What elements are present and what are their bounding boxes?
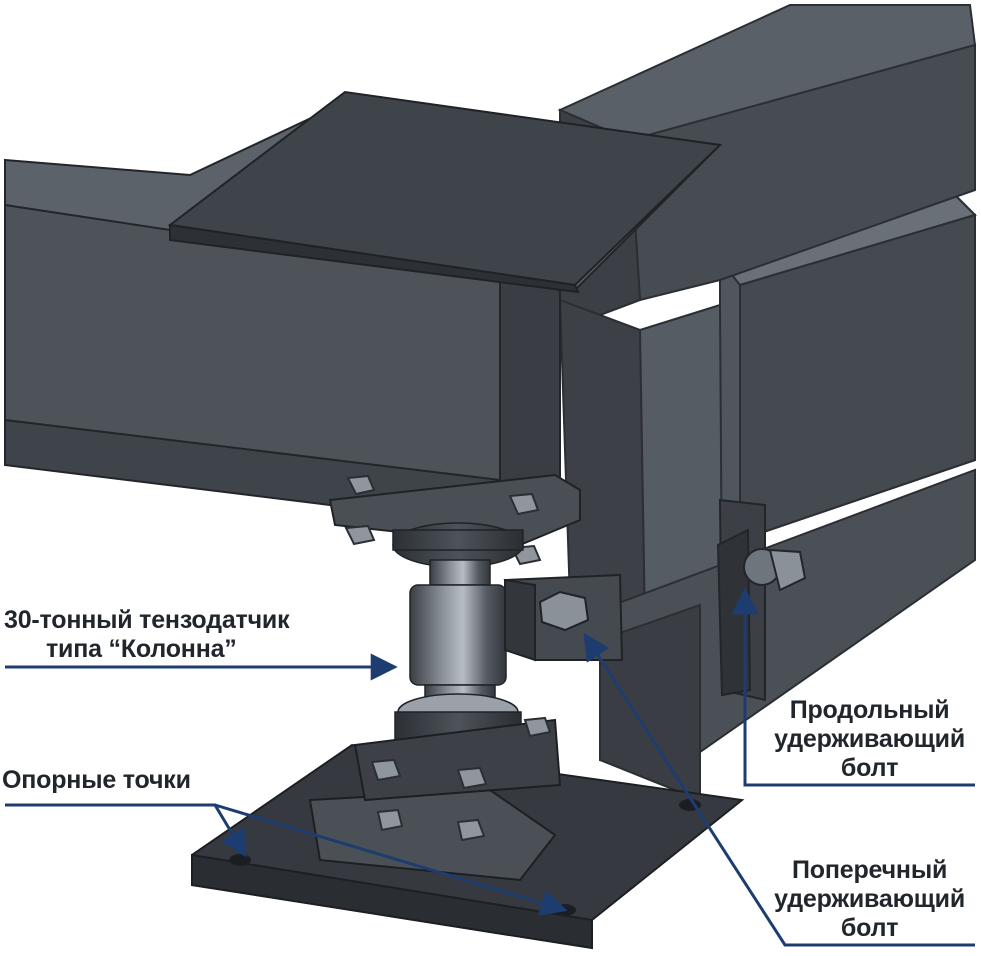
base-plate [191, 716, 745, 950]
support-points-arrow-right [214, 803, 568, 916]
transverse-bolt-label-line1: Поперечный [792, 856, 948, 884]
rear-beam [718, 193, 977, 542]
support-points-label-text: Опорные точки [2, 766, 191, 794]
side-rail [599, 468, 976, 802]
longitudinal-bolt-label-line2: удерживающий [774, 725, 965, 753]
transverse-bolt-label-line2: удерживающий [774, 885, 965, 913]
longitudinal-bolt-label-line1: Продольный [789, 696, 950, 724]
load-cell-label: 30-тонный тензодатчик типа “Колонна” [4, 606, 290, 664]
vertical-post [558, 298, 724, 627]
load-cell-label-line1: 30-тонный тензодатчик [4, 606, 290, 634]
top-plate [167, 90, 723, 294]
transverse-bolt-arrow [583, 632, 975, 947]
annotation-arrows [5, 587, 975, 947]
transverse-bolt-label: Поперечный удерживающий болт [774, 856, 965, 943]
transverse-bracket [503, 573, 624, 662]
longitudinal-bolt-label: Продольный удерживающий болт [774, 696, 965, 783]
longitudinal-bolt-label-line3: болт [840, 754, 899, 782]
load-cell-label-line2: типа “Колонна” [46, 635, 237, 663]
transverse-bolt-label-line3: болт [840, 914, 899, 942]
longitudinal-bolt-arrow [731, 587, 975, 787]
support-points-label: Опорные точки [2, 766, 191, 795]
